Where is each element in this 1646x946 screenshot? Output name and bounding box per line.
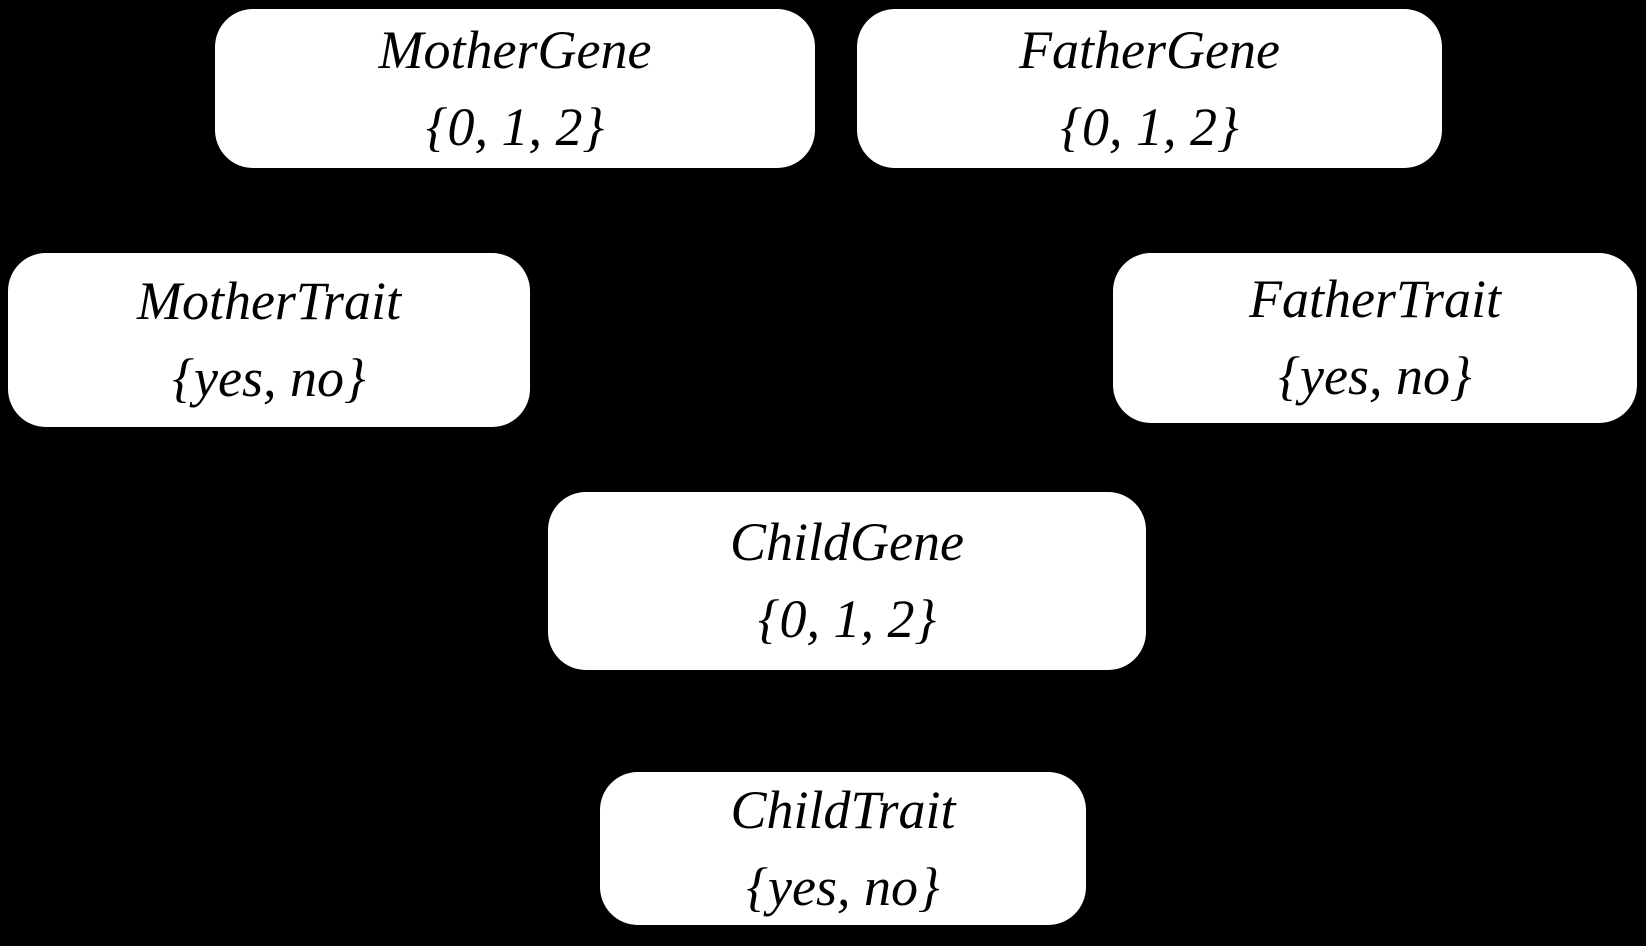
- node-father-trait-domain: {yes, no}: [1278, 346, 1472, 406]
- node-mother-gene: MotherGene {0, 1, 2}: [215, 9, 815, 168]
- node-child-trait: ChildTrait {yes, no}: [600, 772, 1086, 925]
- node-father-gene-domain: {0, 1, 2}: [1060, 96, 1239, 157]
- node-father-gene: FatherGene {0, 1, 2}: [857, 9, 1442, 168]
- node-child-trait-domain: {yes, no}: [746, 856, 940, 917]
- node-mother-gene-label: MotherGene: [378, 19, 652, 80]
- node-child-trait-label: ChildTrait: [730, 779, 956, 840]
- node-child-gene-domain: {0, 1, 2}: [757, 589, 937, 649]
- node-father-trait: FatherTrait {yes, no}: [1113, 253, 1637, 423]
- node-mother-trait-domain: {yes, no}: [172, 348, 366, 408]
- node-child-gene-label: ChildGene: [730, 512, 964, 573]
- node-mother-trait: MotherTrait {yes, no}: [8, 253, 530, 427]
- node-child-gene: ChildGene {0, 1, 2}: [548, 492, 1146, 670]
- node-father-trait-label: FatherTrait: [1248, 269, 1502, 330]
- node-mother-gene-domain: {0, 1, 2}: [425, 96, 605, 157]
- node-father-gene-label: FatherGene: [1019, 19, 1280, 80]
- node-mother-trait-label: MotherTrait: [136, 271, 402, 332]
